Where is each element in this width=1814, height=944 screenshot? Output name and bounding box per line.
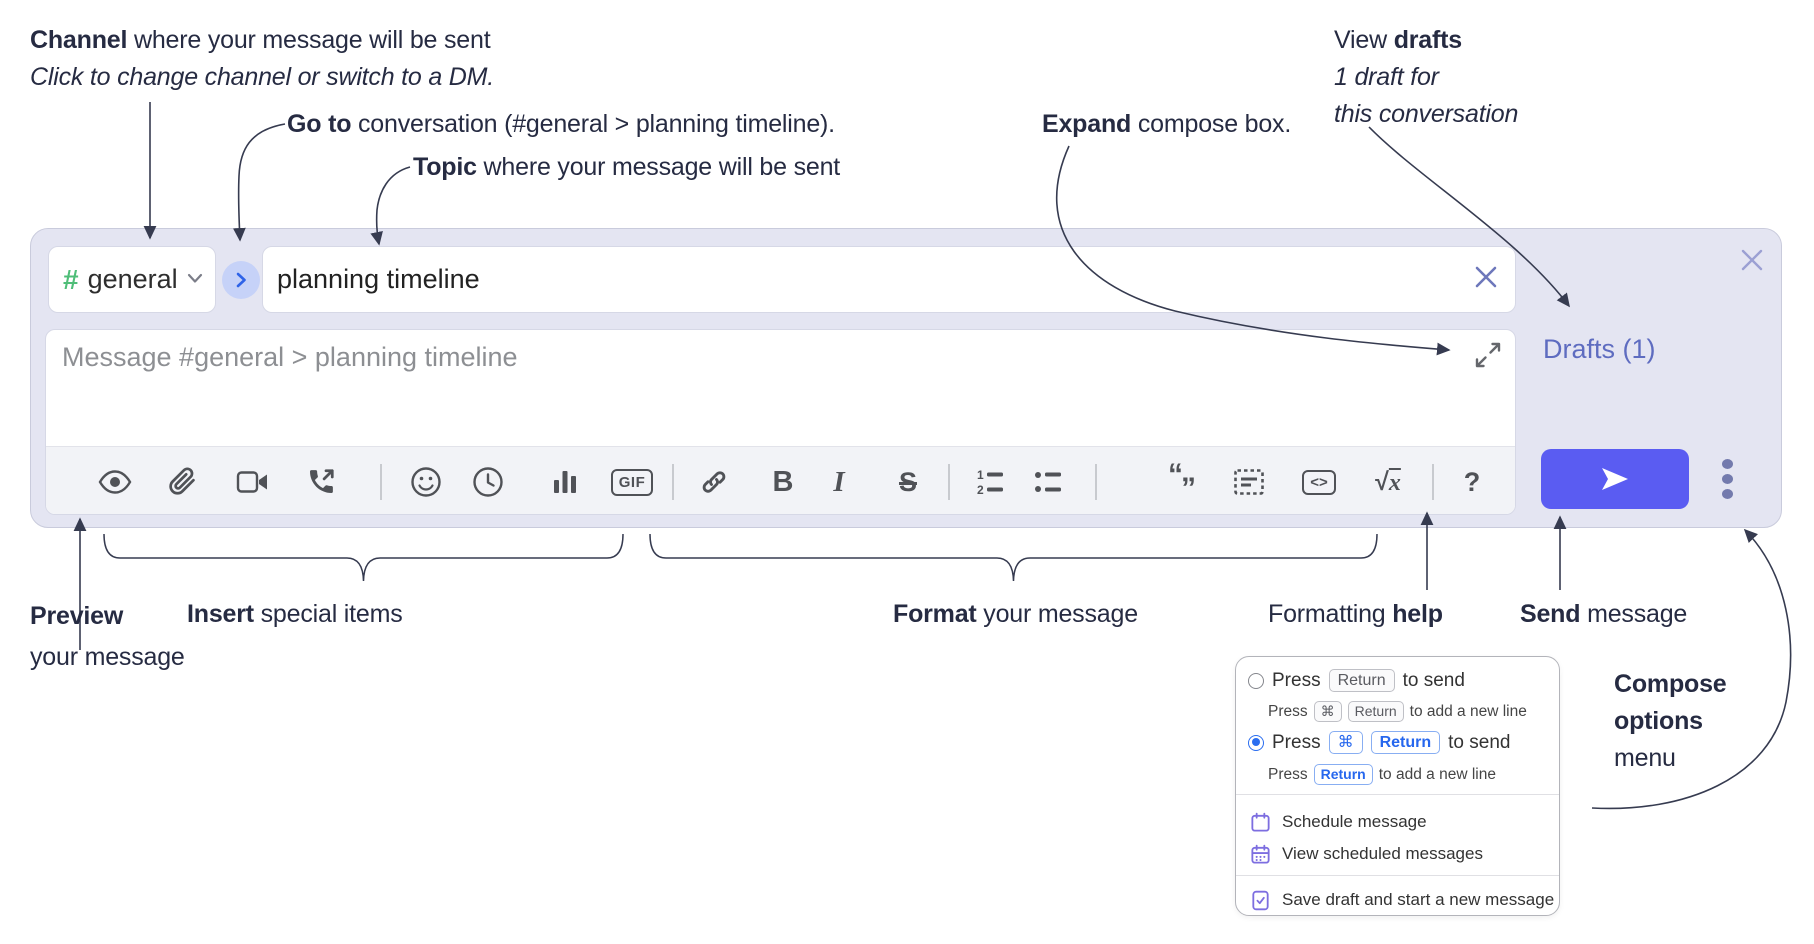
popup-divider [1236,875,1559,876]
channel-annotation: Channel where your message will be sent … [30,26,495,91]
schedule-time-button[interactable] [466,460,510,504]
send-on-return-option[interactable]: Press Return to send [1248,669,1465,692]
compose-options-annotation: Compose options menu [1614,670,1727,772]
toolbar-divider [948,464,950,500]
clear-topic-icon[interactable] [1471,262,1501,297]
bold-button[interactable]: B [761,460,805,504]
bar-chart-icon [554,471,576,493]
close-compose-icon[interactable] [1735,242,1769,276]
expand-annotation: Expand compose box. [1042,110,1292,138]
quote-icon: “” [1168,458,1196,505]
draft-document-icon [1252,890,1269,910]
send-annotation: Send message [1520,600,1688,628]
italic-button[interactable]: I [817,460,861,504]
toolbar-divider [1095,464,1097,500]
svg-text:2: 2 [977,483,984,496]
format-annotation: Format your message [893,600,1138,628]
calendar-grid-icon [1251,844,1270,864]
video-call-button[interactable] [231,460,275,504]
code-button[interactable]: <> [1293,460,1345,504]
radio-unselected-icon[interactable] [1248,672,1264,689]
toolbar-divider [672,464,674,500]
preview-button[interactable] [93,460,137,504]
radio-selected-icon[interactable] [1248,734,1264,751]
expand-compose-icon[interactable] [1474,341,1502,369]
math-icon: √x [1375,467,1401,496]
schedule-message-item[interactable]: Schedule message [1249,807,1427,837]
attach-file-button[interactable] [161,460,205,504]
chevron-right-icon [236,272,246,288]
math-button[interactable]: √x [1364,460,1412,504]
view-drafts-annotation: View drafts 1 draft for this conversatio… [1334,26,1519,128]
channel-hash-icon: # [63,263,79,295]
formatting-help-button[interactable]: ? [1450,460,1494,504]
return-key: Return [1313,764,1373,785]
return-key: Return [1370,731,1441,754]
smiley-icon [411,467,441,497]
chevron-down-icon [187,271,203,289]
cmd-key: ⌘ [1328,731,1363,754]
gif-button[interactable]: GIF [603,460,661,504]
topic-annotation: Topic where your message will be sent [413,153,841,181]
spoiler-button[interactable] [1227,460,1271,504]
insert-annotation: Insert special items [187,600,403,628]
popup-divider [1236,794,1559,795]
link-icon [702,471,726,493]
go-to-conversation-button[interactable] [222,261,260,299]
strikethrough-button[interactable]: S [886,460,930,504]
topic-input[interactable]: planning timeline [262,246,1516,313]
view-scheduled-messages-item[interactable]: View scheduled messages [1249,839,1483,869]
preview-annotation: Preview your message [30,602,185,671]
gif-icon: GIF [610,468,654,496]
bold-icon: B [772,465,794,498]
send-on-return-subtext: Press ⌘ Return to add a new line [1268,701,1527,722]
cmd-key: ⌘ [1313,701,1342,722]
compose-box: # general planning timeline Message #gen… [30,228,1782,528]
send-on-cmd-return-subtext: Press Return to add a new line [1268,764,1496,785]
italic-icon: I [833,465,845,498]
topic-value: planning timeline [277,264,480,294]
clock-icon [473,467,503,497]
paperclip-icon [169,467,195,495]
toolbar-divider [380,464,382,500]
message-placeholder: Message #general > planning timeline [62,342,518,372]
compose-options-menu-icon[interactable] [1715,459,1739,499]
drafts-link[interactable]: Drafts (1) [1543,334,1656,364]
quote-button[interactable]: “” [1159,458,1203,505]
compose-options-popup: Press Return to send Press ⌘ Return to a… [1235,656,1560,916]
return-key: Return [1347,701,1404,722]
return-key: Return [1328,669,1395,692]
question-mark-icon: ? [1463,466,1481,497]
poll-button[interactable] [543,460,587,504]
channel-selector[interactable]: # general [48,246,216,313]
send-button[interactable] [1541,449,1689,509]
svg-text:1: 1 [977,468,984,482]
send-icon [1602,468,1628,490]
bulleted-list-button[interactable] [1026,460,1070,504]
audio-call-button[interactable] [299,460,343,504]
message-textarea[interactable]: Message #general > planning timeline [45,329,1516,515]
eye-icon [98,470,132,494]
formatting-help-annotation: Formatting help [1268,600,1443,628]
send-on-cmd-return-option[interactable]: Press ⌘ Return to send [1248,731,1510,754]
link-button[interactable] [692,460,736,504]
save-draft-item[interactable]: Save draft and start a new message [1249,885,1554,915]
channel-name: general [87,264,178,294]
toolbar-divider [1432,464,1434,500]
bulleted-list-icon [1035,472,1061,492]
code-icon: <> [1302,469,1336,495]
strikethrough-icon: S [898,466,917,497]
spoiler-icon [1234,469,1264,495]
phone-outgoing-icon [310,469,334,493]
emoji-button[interactable] [404,460,448,504]
video-camera-icon [236,471,267,493]
calendar-icon [1251,812,1270,832]
goto-annotation: Go to conversation (#general > planning … [287,110,835,138]
numbered-list-icon: 12 [977,468,1003,496]
